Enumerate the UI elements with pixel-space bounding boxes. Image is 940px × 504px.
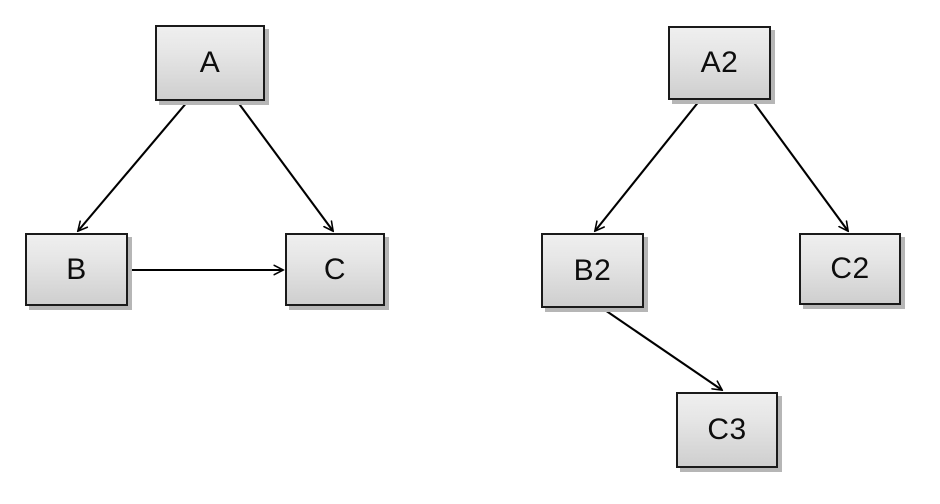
edge-b2-to-c3 [601,307,722,390]
node-a[interactable]: A [155,25,265,101]
node-c2[interactable]: C2 [799,233,901,305]
node-b2[interactable]: B2 [541,233,644,308]
node-c3[interactable]: C3 [676,392,778,468]
node-b2-label: B2 [573,253,612,287]
node-c2-label: C2 [830,252,870,285]
node-b-label: B [66,252,87,286]
edge-a-to-c [236,100,333,231]
node-c3-label: C3 [707,413,747,446]
node-a2-label: A2 [700,46,739,79]
edge-a2-to-c2 [751,99,848,231]
node-c-label: C [323,252,347,286]
node-b[interactable]: B [25,233,128,306]
node-a2[interactable]: A2 [668,26,771,100]
edge-a-to-b [78,100,189,231]
edge-a2-to-b2 [595,99,701,231]
node-c[interactable]: C [285,233,385,306]
node-a-label: A [199,46,221,79]
